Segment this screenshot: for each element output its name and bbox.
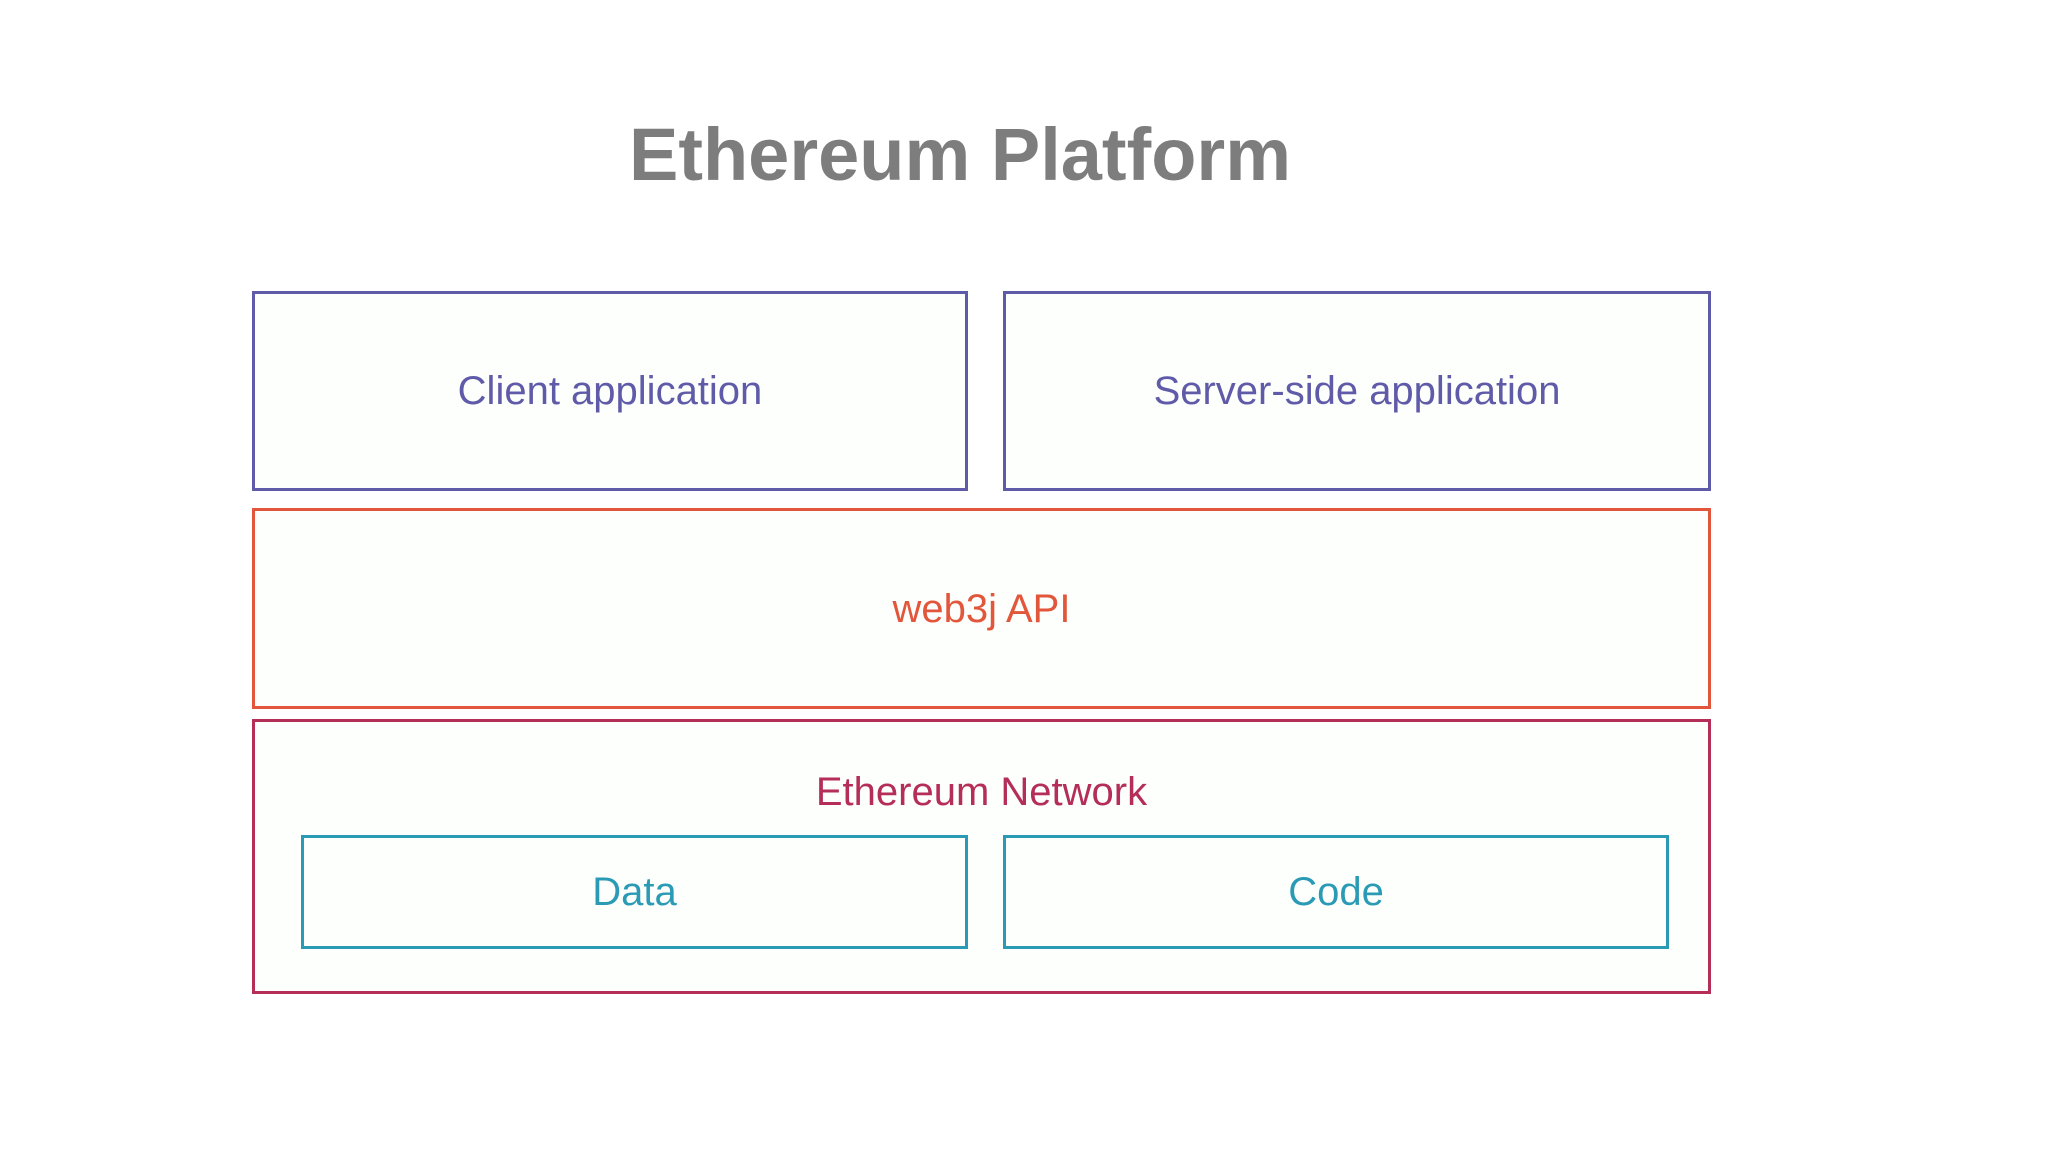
data-label: Data (592, 870, 677, 914)
client-application-box[interactable]: Client application (252, 291, 968, 491)
client-application-label: Client application (457, 369, 763, 413)
code-box[interactable]: Code (1003, 835, 1669, 949)
page-title: Ethereum Platform (628, 113, 1292, 196)
code-label: Code (1288, 870, 1384, 914)
server-side-application-box[interactable]: Server-side application (1003, 291, 1711, 491)
web3j-api-label: web3j API (892, 586, 1071, 631)
ethereum-network-box[interactable]: Ethereum Network Data Code (252, 719, 1711, 994)
ethereum-network-label: Ethereum Network (815, 770, 1148, 814)
server-side-application-label: Server-side application (1153, 369, 1561, 413)
web3j-api-box[interactable]: web3j API (252, 508, 1711, 709)
data-box[interactable]: Data (301, 835, 968, 949)
